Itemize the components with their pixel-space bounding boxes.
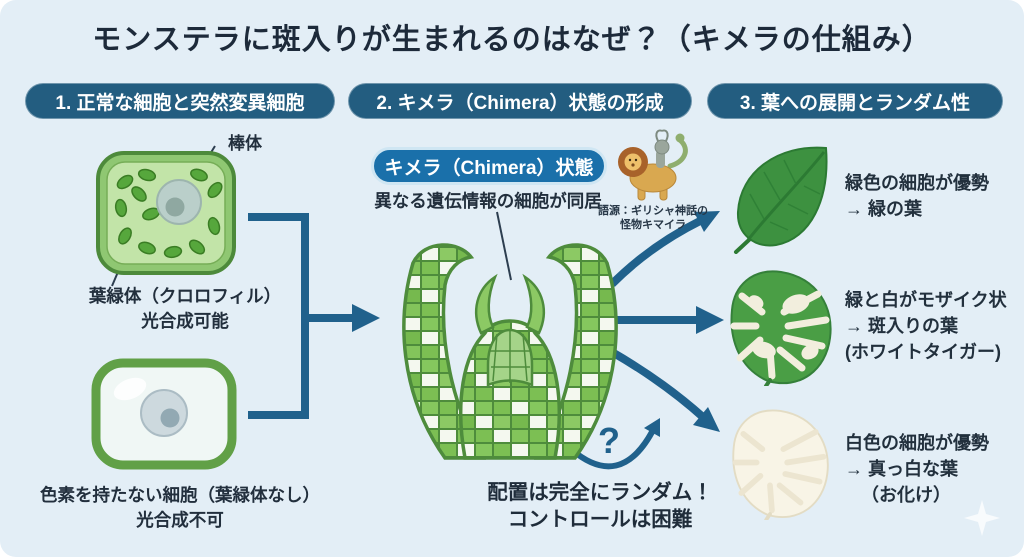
stem — [764, 512, 772, 520]
outcome-line: → 斑入りの葉 — [845, 316, 959, 336]
white-leaf-illustration — [732, 409, 829, 520]
arrowhead — [696, 306, 724, 334]
chimera-subtitle: 異なる遺伝情報の細胞が同居 — [374, 191, 602, 211]
outcome-line: (ホワイトタイガー) — [845, 342, 1001, 362]
chimera-beast-icon — [618, 129, 688, 201]
leaf-splits — [730, 290, 830, 380]
mutant-cell-caption: 色素を持たない細胞（葉緑体なし） 光合成不可 — [10, 483, 350, 533]
outcome-variegated: 緑と白がモザイク状 → 斑入りの葉 (ホワイトタイガー) — [845, 287, 1020, 365]
question-curve — [570, 430, 655, 470]
snake-tail — [667, 137, 688, 169]
sparkle-icon — [964, 500, 1000, 536]
caption-line: 葉緑体（クロロフィル） — [88, 286, 282, 306]
caption-line: コントロールは困難 — [507, 508, 693, 531]
page-title: モンステラに斑入りが生まれるのはなぜ？（キメラの仕組み） — [92, 24, 932, 56]
outcome-line: → 真っ白な葉 — [845, 459, 959, 479]
stem — [734, 237, 752, 254]
caption-line: 光合成不可 — [136, 510, 224, 530]
nucleolus — [160, 408, 180, 428]
outcome-line: 緑色の細胞が優勢 — [845, 173, 989, 193]
question-mark: ? — [598, 420, 620, 461]
caption-line: 怪物キマイラ — [620, 219, 686, 231]
outcome-line: 白色の細胞が優勢 — [845, 433, 989, 453]
caption-line: 光合成可能 — [141, 311, 229, 331]
arrowhead — [352, 304, 380, 332]
arrowhead — [693, 407, 720, 432]
chimera-etymology-caption: 語源：ギリシャ神話の 怪物キマイラ — [586, 204, 720, 232]
chloroplasts — [114, 168, 223, 259]
caption-line: 語源：ギリシャ神話の — [598, 205, 708, 217]
eye — [628, 158, 632, 162]
outcome-white: 白色の細胞が優勢 → 真っ白な葉 （お化け） — [845, 430, 1015, 508]
normal-cell-illustration — [96, 151, 236, 275]
section-header-3: 3. 葉への展開とランダム性 — [707, 83, 1003, 119]
goat-neck — [656, 150, 665, 168]
arrow-to-green-leaf — [609, 217, 702, 287]
mutant-cell-illustration — [91, 358, 237, 470]
arrow-to-white-leaf — [610, 348, 707, 421]
caption-line: 色素を持たない細胞（葉緑体なし） — [40, 485, 320, 505]
variegated-leaf-illustration — [730, 270, 832, 386]
outcome-line: （お化け） — [861, 485, 951, 505]
section-header-2: 2. キメラ（Chimera）状態の形成 — [348, 83, 692, 119]
meristem-pointer-line — [496, 211, 512, 281]
outcome-line: 緑と白がモザイク状 — [845, 290, 1007, 310]
nose — [631, 163, 635, 167]
arrowhead — [694, 211, 720, 232]
green-leaf-illustration — [734, 146, 828, 254]
outcome-line: → 緑の葉 — [845, 199, 923, 219]
midrib — [746, 151, 826, 241]
leaf-splits — [732, 429, 827, 514]
nucleolus — [165, 197, 185, 217]
goat-head — [654, 139, 670, 155]
goat-horns — [655, 129, 669, 142]
caption-line: 配置は完全にランダム！ — [487, 481, 713, 504]
veins — [749, 159, 821, 231]
stem — [764, 378, 772, 386]
arrowhead — [644, 418, 660, 437]
dome-cell-lines — [489, 330, 531, 383]
section-header-1: 1. 正常な細胞と突然変異細胞 — [25, 83, 335, 119]
snake-head — [675, 133, 685, 143]
normal-cell-caption: 葉緑体（クロロフィル） 光合成可能 — [30, 284, 340, 334]
inner-curl-left — [474, 273, 498, 335]
chimera-state-badge: キメラ（Chimera）状態 — [371, 147, 607, 185]
nucleus-label: 棒体 — [228, 134, 262, 153]
random-note: 配置は完全にランダム！ コントロールは困難 — [462, 479, 738, 533]
eye — [634, 158, 638, 162]
left-horn — [402, 243, 487, 460]
outcome-green: 緑色の細胞が優勢 → 緑の葉 — [845, 170, 1015, 222]
central-cup — [459, 319, 561, 460]
inner-curl-right — [522, 273, 546, 335]
lion-face — [624, 153, 642, 171]
highlight — [113, 377, 147, 401]
meristem-illustration — [402, 243, 618, 460]
